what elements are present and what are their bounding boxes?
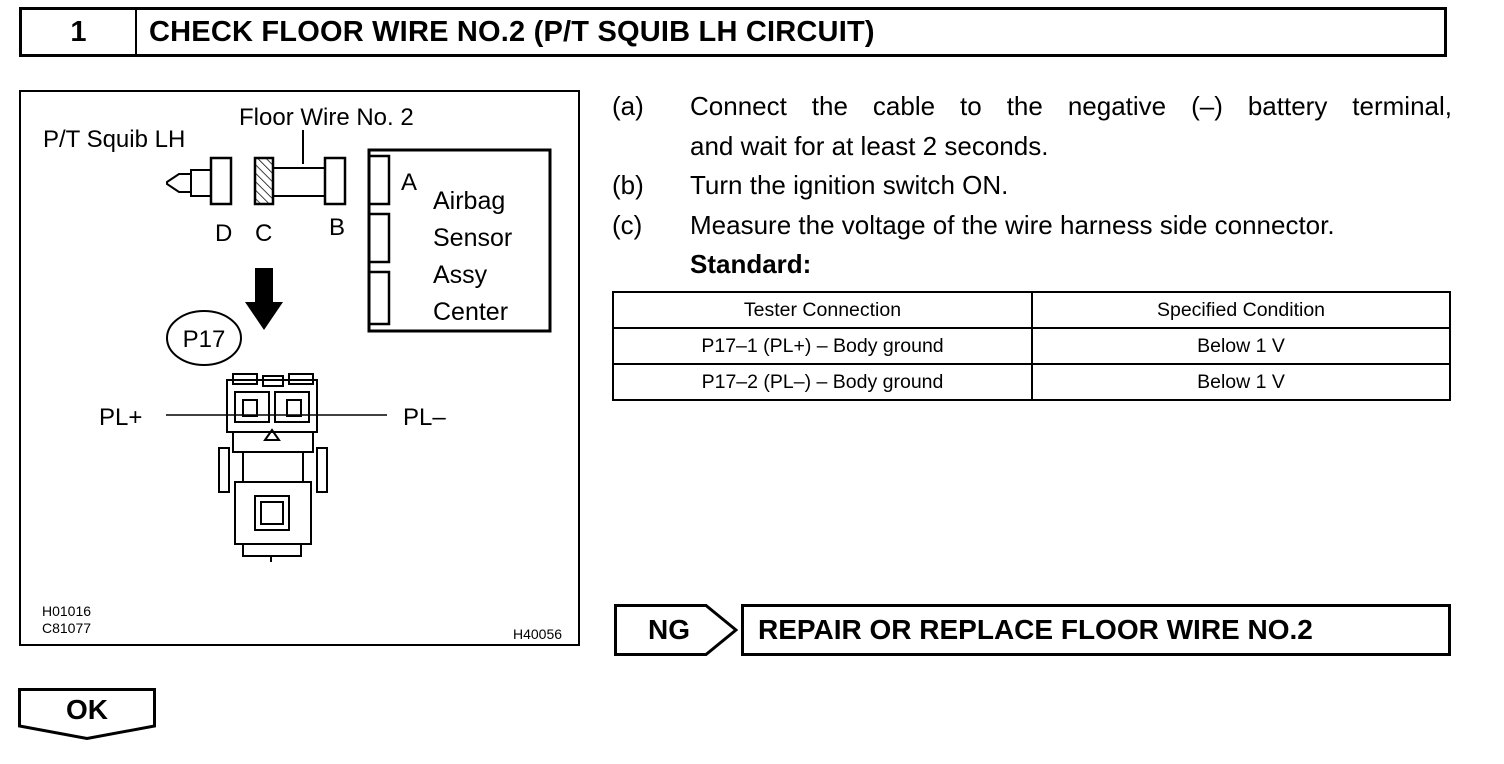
down-arrow-icon: [245, 268, 283, 330]
sensor-connector-3: [367, 270, 391, 326]
label-d: D: [215, 220, 232, 247]
sensor-connector-2: [367, 212, 391, 264]
spec-table: Tester Connection Specified Condition P1…: [612, 291, 1451, 401]
step-c-letter: (c): [612, 209, 643, 240]
step-b-letter: (b): [612, 170, 644, 200]
step-header: 1 CHECK FLOOR WIRE NO.2 (P/T SQUIB LH CI…: [19, 7, 1447, 57]
airbag-text-2: Sensor: [433, 224, 512, 252]
standard-label: Standard:: [690, 249, 812, 279]
step-title: CHECK FLOOR WIRE NO.2 (P/T SQUIB LH CIRC…: [149, 15, 875, 48]
p17-connector-front: [218, 373, 328, 562]
step-a: (a) Connect the cable to the negative (–…: [612, 87, 1452, 166]
instruction-steps: (a) Connect the cable to the negative (–…: [612, 87, 1452, 285]
label-b: B: [329, 214, 345, 241]
step-b: (b) Turn the ignition switch ON.: [612, 166, 1452, 206]
pin-minus-label: PL–: [403, 404, 446, 431]
label-a: A: [401, 169, 417, 196]
step-a-letter: (a): [612, 91, 644, 121]
table-cell: Below 1 V: [1031, 327, 1451, 365]
step-b-text: Turn the ignition switch ON.: [690, 170, 1009, 200]
ng-action: REPAIR OR REPLACE FLOOR WIRE NO.2: [741, 604, 1451, 656]
connector-b: [323, 156, 347, 206]
ng-label: NG: [648, 614, 690, 645]
table-row: P17–2 (PL–) – Body ground Below 1 V: [612, 363, 1451, 401]
step-a-line-1: Connect the cable to the negative (–) ba…: [690, 91, 1452, 121]
table-cell: P17–1 (PL+) – Body ground: [612, 327, 1033, 365]
table-header: Tester Connection: [612, 291, 1033, 329]
step-c: (c) Measure the voltage of the wire harn…: [612, 206, 1452, 246]
airbag-text-1: Airbag: [433, 187, 505, 215]
table-cell: Below 1 V: [1031, 363, 1451, 401]
squib-body: [190, 169, 212, 197]
step-a-line-2: and wait for at least 2 seconds.: [690, 130, 1049, 161]
table-header-row: Tester Connection Specified Condition: [612, 291, 1451, 329]
squib-plug: [166, 173, 192, 193]
step-number: 1: [22, 10, 137, 54]
label-squib: P/T Squib LH: [43, 126, 185, 153]
table-header: Specified Condition: [1031, 291, 1451, 329]
table-cell: P17–2 (PL–) – Body ground: [612, 363, 1033, 401]
airbag-text-3: Assy: [433, 261, 488, 289]
figure-code-1: H01016: [42, 603, 91, 619]
connector-a: [367, 154, 391, 206]
connector-id: P17: [183, 326, 226, 353]
connector-c: [253, 156, 275, 206]
airbag-text-4: Center: [433, 298, 508, 326]
figure-code-2: C81077: [42, 620, 91, 636]
pin-plus-label: PL+: [99, 404, 142, 431]
label-floor-wire: Floor Wire No. 2: [239, 104, 414, 131]
diagram-drawing: P/T Squib LH Floor Wire No. 2 D C B A Ai…: [42, 104, 562, 642]
connector-d: [209, 156, 233, 206]
connector-diagram: P/T Squib LH Floor Wire No. 2 D C B A Ai…: [19, 90, 580, 646]
label-c: C: [255, 220, 272, 247]
step-c-text: Measure the voltage of the wire harness …: [690, 209, 1335, 240]
wire-body: [272, 167, 326, 197]
ng-tag-shape: [614, 604, 738, 656]
connector-id-ellipse: [166, 310, 242, 366]
figure-code-3: H40056: [513, 626, 562, 642]
table-row: P17–1 (PL+) – Body ground Below 1 V: [612, 327, 1451, 365]
ok-tag-shape: [18, 688, 156, 740]
ok-label: OK: [66, 694, 108, 725]
